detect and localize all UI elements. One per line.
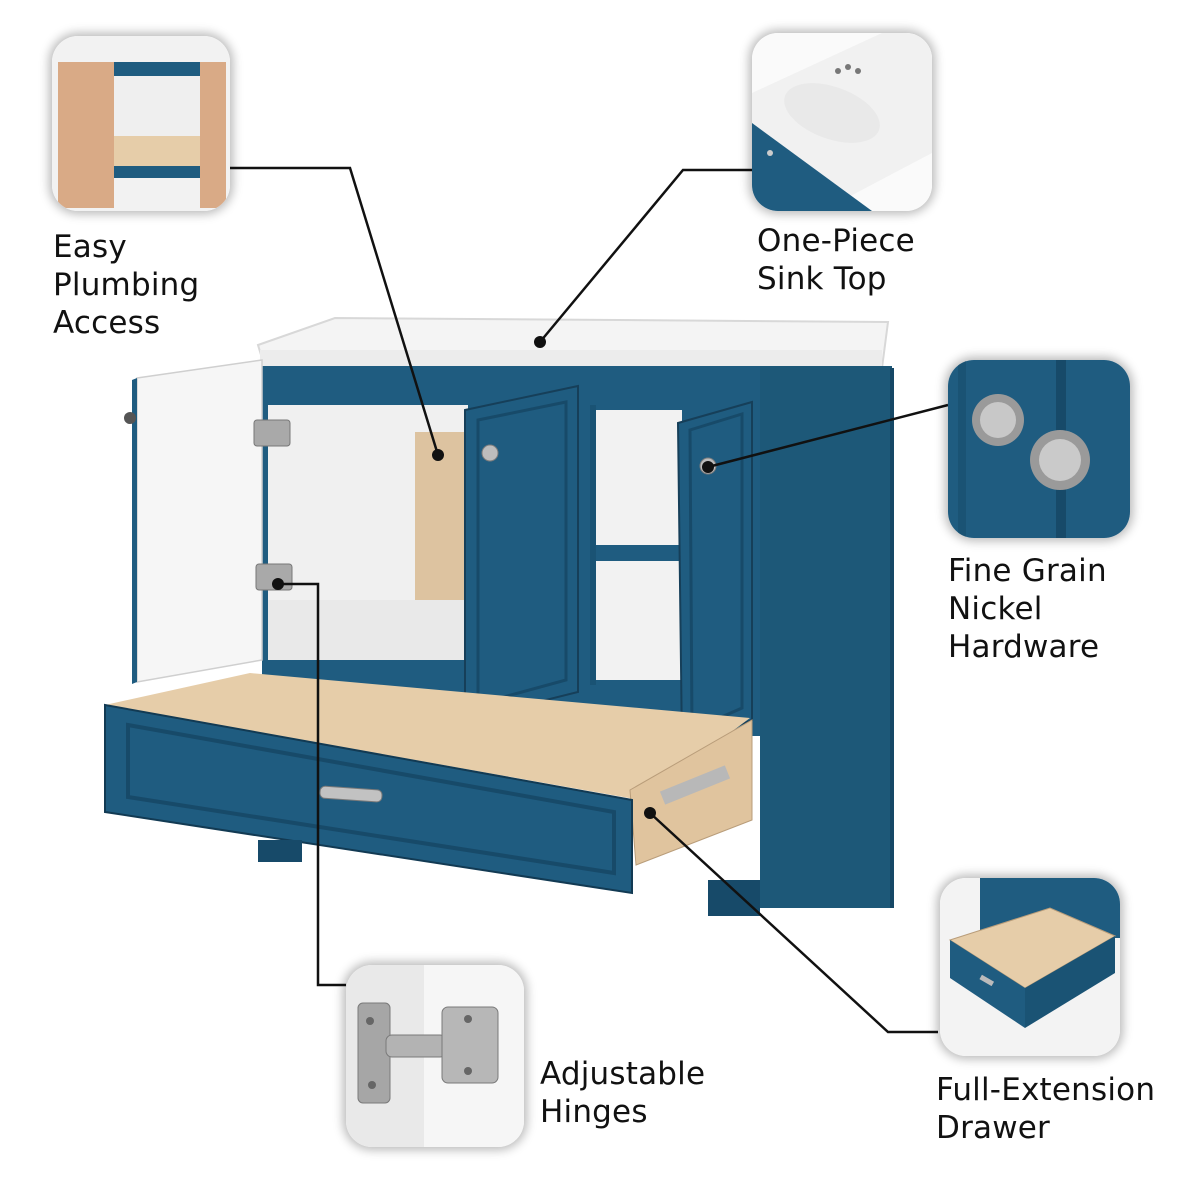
callout-line-hinges (278, 582, 346, 987)
drawer-pull (319, 785, 383, 803)
hardware-thumbnail (948, 360, 1130, 538)
plumbing-access-thumbnail (52, 36, 230, 211)
drawer-box (105, 673, 750, 800)
center-door (464, 384, 579, 722)
left-door (136, 359, 263, 683)
callout-line-plumbing (230, 166, 440, 456)
hinges-label: Adjustable Hinges (540, 1056, 706, 1130)
callout-line-hardware (707, 403, 949, 469)
plumbing-access-label: Easy Plumbing Access (53, 229, 200, 341)
hinges-thumbnail (346, 965, 524, 1147)
sink-top-label: One-Piece Sink Top (757, 223, 915, 297)
callout-line-drawer (649, 812, 938, 1034)
drawer-label: Full-Extension Drawer (936, 1072, 1156, 1146)
drawer-thumbnail (940, 878, 1120, 1056)
callout-line-sink (539, 168, 752, 343)
hardware-label: Fine Grain Nickel Hardware (948, 553, 1107, 665)
sink-top-thumbnail (752, 33, 932, 211)
